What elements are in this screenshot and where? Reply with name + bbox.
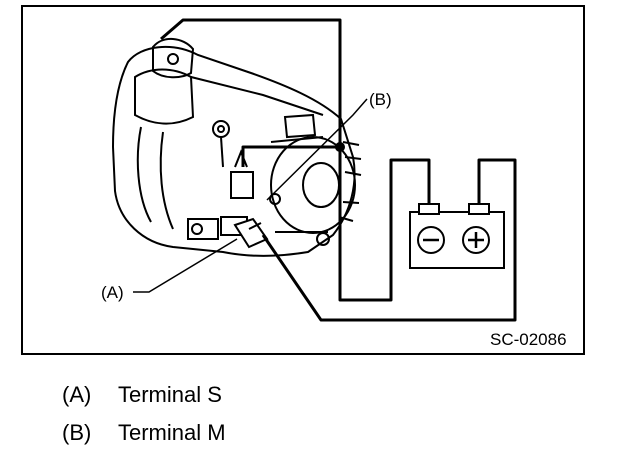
callout-leaders	[133, 98, 368, 293]
diagram-canvas: (A) (B) SC-02086	[101, 18, 567, 349]
callout-a-label: (A)	[101, 283, 124, 302]
figure-code: SC-02086	[490, 330, 567, 349]
legend-key-a: (A)	[62, 382, 92, 407]
terminal-s-clip	[233, 217, 269, 249]
battery-positive-terminal-icon	[462, 226, 490, 254]
negative-lead-wire	[160, 18, 431, 302]
wiring	[160, 18, 517, 322]
battery	[409, 203, 505, 269]
callout-b-label: (B)	[369, 90, 392, 109]
legend-key-b: (B)	[62, 420, 92, 445]
wiring-diagram-figure: (A) (B) SC-02086	[21, 5, 585, 355]
battery-negative-terminal-icon	[417, 226, 445, 254]
legend-text-b: Terminal M	[118, 420, 226, 445]
positive-lead-wire	[261, 158, 517, 322]
legend-text-a: Terminal S	[118, 382, 222, 407]
junction-dot	[335, 142, 345, 152]
starter-motor	[111, 38, 362, 257]
terminal-m-jumper-wire	[241, 145, 340, 167]
